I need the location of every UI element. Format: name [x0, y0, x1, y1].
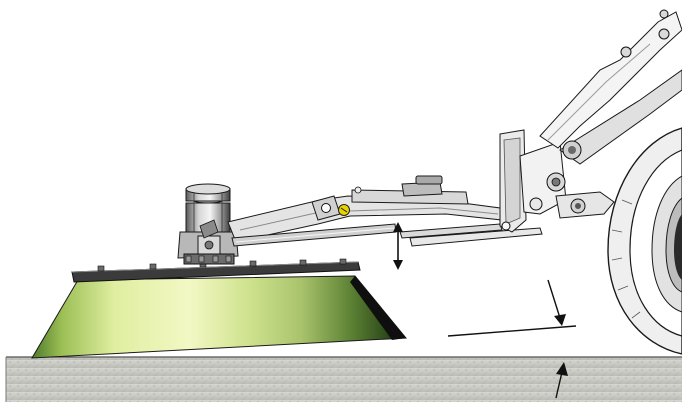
tractor-linkage	[499, 9, 682, 233]
support-arm	[227, 175, 543, 247]
arrow-down-icon	[547, 279, 566, 326]
double-arrow-vertical-icon	[393, 222, 403, 270]
arrow-up-icon	[555, 362, 568, 399]
clearance-marker	[447, 279, 577, 399]
tractor-wheel	[607, 127, 682, 355]
hydraulic-motor	[177, 183, 239, 265]
ground	[5, 356, 682, 402]
sweeper-brush	[31, 258, 408, 359]
